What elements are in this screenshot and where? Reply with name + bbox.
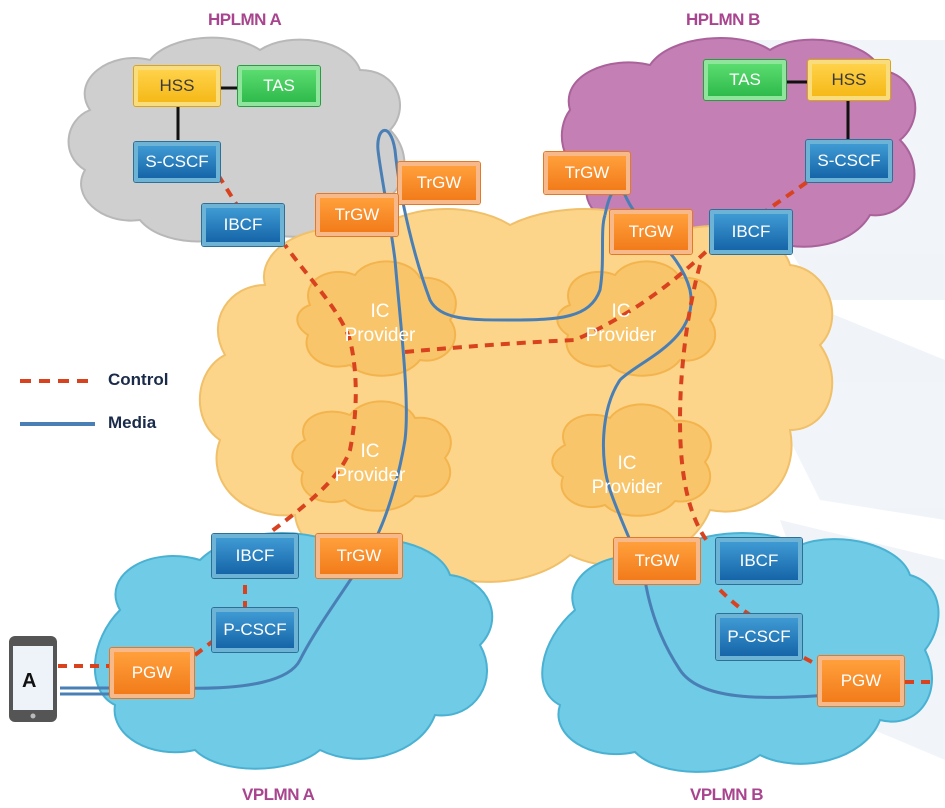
ic-provider-label-tr: IC Provider (566, 300, 676, 348)
ic-provider-label-bl: IC Provider (315, 440, 425, 488)
hplmn-b-title: HPLMN B (686, 10, 760, 29)
trgw-node-va: TrGW (316, 534, 402, 578)
pgw-node-va: PGW (110, 648, 194, 698)
hplmn-a-title: HPLMN A (208, 10, 282, 29)
scscf-node-b: S-CSCF (806, 140, 892, 182)
ic-provider-line2: Provider (585, 325, 657, 346)
ic-provider-cloud-br (551, 403, 712, 517)
ic-provider-label-tl: IC Provider (325, 300, 435, 348)
trgw-node-b2: TrGW (610, 210, 692, 254)
control-ic-link (404, 246, 712, 354)
ic-provider-line1: IC (611, 301, 631, 322)
ic-provider-label-br: IC Provider (572, 452, 682, 500)
control-b-pcscf (718, 588, 757, 620)
ic-provider-cloud-bl (291, 400, 452, 512)
ic-provider-line1: IC (360, 441, 380, 462)
control-ibcf-scscf-b (758, 178, 812, 217)
ibcf-node-a: IBCF (202, 204, 284, 246)
ic-provider-line2: Provider (334, 465, 406, 486)
pgw-node-vb: PGW (818, 656, 904, 706)
control-ic-top-left (283, 243, 352, 341)
ue-device-icon (9, 636, 57, 722)
ic-provider-line1: IC (617, 453, 637, 474)
ic-provider-line2: Provider (344, 325, 416, 346)
ibcf-node-vb: IBCF (716, 538, 802, 584)
trgw-node-b1: TrGW (544, 152, 630, 194)
internal-links (176, 80, 850, 140)
vplmn-b-title: VPLMN B (690, 785, 764, 804)
ibcf-node-b: IBCF (710, 210, 792, 254)
trgw-node-vb: TrGW (614, 538, 700, 584)
ic-network-cloud (198, 207, 834, 583)
ic-provider-line1: IC (370, 301, 390, 322)
ibcf-node-va: IBCF (212, 534, 298, 578)
control-b-down (677, 264, 712, 547)
scscf-node-a: S-CSCF (134, 142, 220, 182)
vplmn-a-title: VPLMN A (242, 785, 315, 804)
legend (20, 379, 95, 426)
control-ibcf-ic (258, 339, 358, 542)
hss-node-b: HSS (808, 60, 890, 100)
trgw-node-a2: TrGW (316, 194, 398, 236)
pcscf-node-va: P-CSCF (212, 608, 298, 652)
legend-control-label: Control (108, 370, 169, 389)
legend-media-label: Media (108, 413, 157, 432)
ic-provider-cloud-tl (296, 260, 457, 377)
ic-provider-cloud-tr (556, 260, 717, 377)
tas-node-b: TAS (704, 60, 786, 100)
pcscf-node-vb: P-CSCF (716, 614, 802, 660)
tas-node-a: TAS (238, 66, 320, 106)
media-path-a (60, 128, 607, 690)
ue-label: A (22, 670, 37, 692)
trgw-node-a1: TrGW (398, 162, 480, 204)
ic-provider-line2: Provider (591, 477, 663, 498)
hss-node-a: HSS (134, 66, 220, 106)
